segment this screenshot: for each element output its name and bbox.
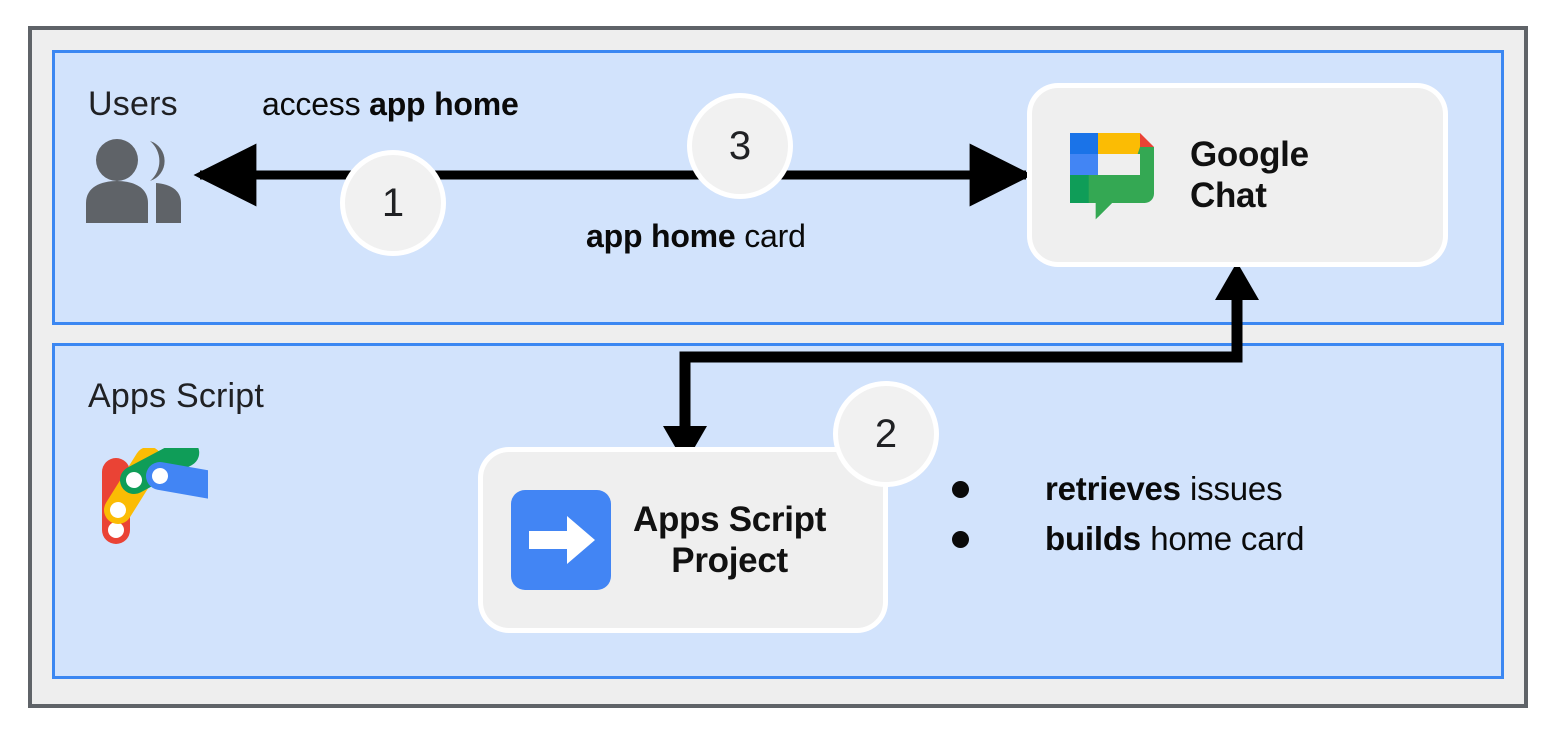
edge-label-app-home-card: app home card	[586, 218, 806, 255]
edge-label-card-bold: app home	[586, 218, 736, 254]
card-google-chat-label-line2: Chat	[1190, 176, 1267, 215]
list-item-bold: builds	[1045, 520, 1141, 557]
step-badge-2: 2	[838, 386, 934, 482]
lane-title-users: Users	[88, 85, 178, 123]
edge-label-card-plain: card	[735, 218, 806, 254]
card-google-chat-label: Google Chat	[1190, 134, 1309, 217]
apps-script-arrow-icon	[511, 490, 611, 590]
list-item-rest: home card	[1150, 520, 1305, 557]
lane-title-apps-script: Apps Script	[88, 377, 265, 415]
apps-script-logo-icon	[102, 448, 208, 544]
users-icon	[86, 139, 181, 223]
google-chat-icon	[1070, 133, 1154, 220]
apps-script-actions-list: retrieves issues builds home card	[952, 470, 1305, 558]
card-apps-script-project-label-line1: Apps Script	[633, 499, 827, 539]
edge-label-access-plain: access	[262, 86, 370, 122]
edge-label-access-app-home: access app home	[262, 86, 519, 123]
card-apps-script-project-label-line2: Project	[671, 541, 788, 580]
list-item-bold: retrieves	[1045, 470, 1181, 507]
list-item: retrieves issues	[952, 470, 1304, 508]
step-badge-1: 1	[345, 155, 441, 251]
card-google-chat-label-line1: Google	[1190, 134, 1309, 174]
card-apps-script-project-label: Apps Script Project	[633, 499, 826, 582]
edge-label-access-bold: app home	[369, 86, 519, 122]
bullet-dot-icon	[952, 530, 969, 548]
list-item-rest: issues	[1190, 470, 1283, 507]
bullet-dot-icon	[952, 480, 969, 498]
list-item: builds home card	[952, 520, 1305, 558]
card-apps-script-project[interactable]: Apps Script Project	[483, 452, 883, 628]
step-badge-3: 3	[692, 98, 788, 194]
card-google-chat[interactable]: Google Chat	[1032, 88, 1443, 262]
